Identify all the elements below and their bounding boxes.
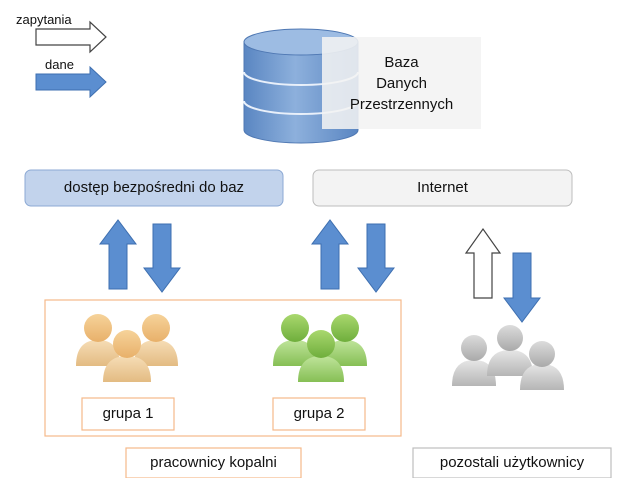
group2-label: grupa 2 xyxy=(293,404,345,422)
hollow-arrow-icon xyxy=(35,20,107,54)
flow-arrows xyxy=(99,219,541,323)
mine-workers-label: pracownicy kopalni xyxy=(150,453,277,471)
legend-data-label: dane xyxy=(45,57,74,72)
mine-workers-label-box xyxy=(125,447,302,478)
query-arrow-up-3 xyxy=(464,227,502,299)
group1-label-box xyxy=(81,397,175,431)
internet-label: Internet xyxy=(417,178,468,196)
direct-access-label: dostęp bezpośredni do baz xyxy=(63,178,245,196)
query-arrow-up-2 xyxy=(311,219,349,290)
other-users-people-icon xyxy=(452,325,564,390)
direct-access-box xyxy=(24,169,284,207)
other-users-label-box xyxy=(412,447,612,478)
filled-arrow-icon xyxy=(35,65,107,99)
database-label-line2: Danych xyxy=(376,74,427,92)
legend xyxy=(35,20,107,99)
group2-people-icon xyxy=(273,314,367,382)
database-label-line3: Przestrzennych xyxy=(349,95,454,113)
group1-label: grupa 1 xyxy=(102,404,154,422)
database-label: Baza Danych Przestrzennych xyxy=(322,41,481,125)
data-arrow-down-1 xyxy=(143,223,181,293)
database-label-line1: Baza xyxy=(384,53,419,71)
group2-label-box xyxy=(272,397,366,431)
query-arrow-up-1 xyxy=(99,219,137,290)
mine-workers-frame xyxy=(44,299,402,437)
data-arrow-down-2 xyxy=(357,223,395,293)
internet-box xyxy=(312,169,573,207)
database-label-panel xyxy=(322,37,481,129)
group1-people-icon xyxy=(76,314,178,382)
legend-queries-label: zapytania xyxy=(16,12,72,27)
data-arrow-down-3 xyxy=(503,252,541,323)
other-users-label: pozostali użytkownicy xyxy=(439,453,585,471)
